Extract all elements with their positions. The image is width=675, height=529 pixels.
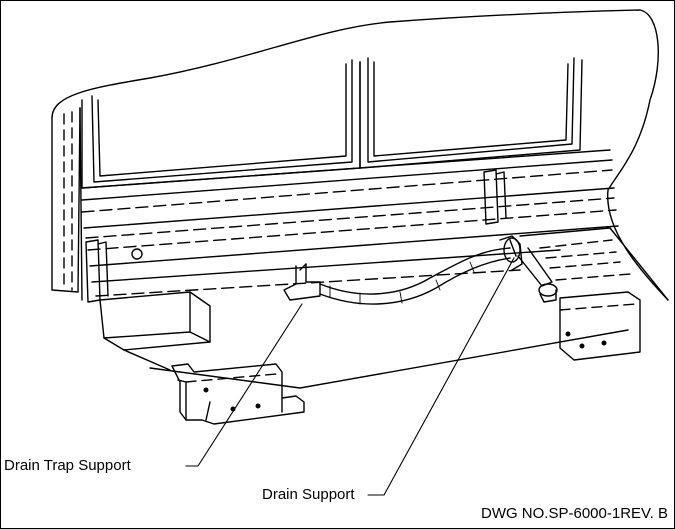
glass-door-frames [81, 57, 583, 189]
drain-hose [319, 247, 511, 305]
right-bracket [483, 169, 507, 225]
right-lower-panel [519, 227, 669, 301]
drain-trap-support-bracket [171, 363, 305, 425]
case-cutaway-outline [51, 9, 669, 301]
bottom-pan [149, 291, 641, 389]
drain-trap [283, 263, 321, 301]
drain-trap-support-callout: Drain Trap Support [4, 457, 131, 474]
drawing-number: DWG NO.SP-6000-1REV. B [480, 505, 668, 522]
drain-support-callout: Drain Support [262, 486, 355, 503]
drain-trap-support-leader [185, 303, 303, 467]
left-lower-tray [99, 291, 211, 371]
left-end-panel [51, 107, 83, 301]
drain-support-leader [367, 257, 515, 496]
callout-leaders [185, 257, 515, 496]
base-rail [81, 149, 619, 297]
